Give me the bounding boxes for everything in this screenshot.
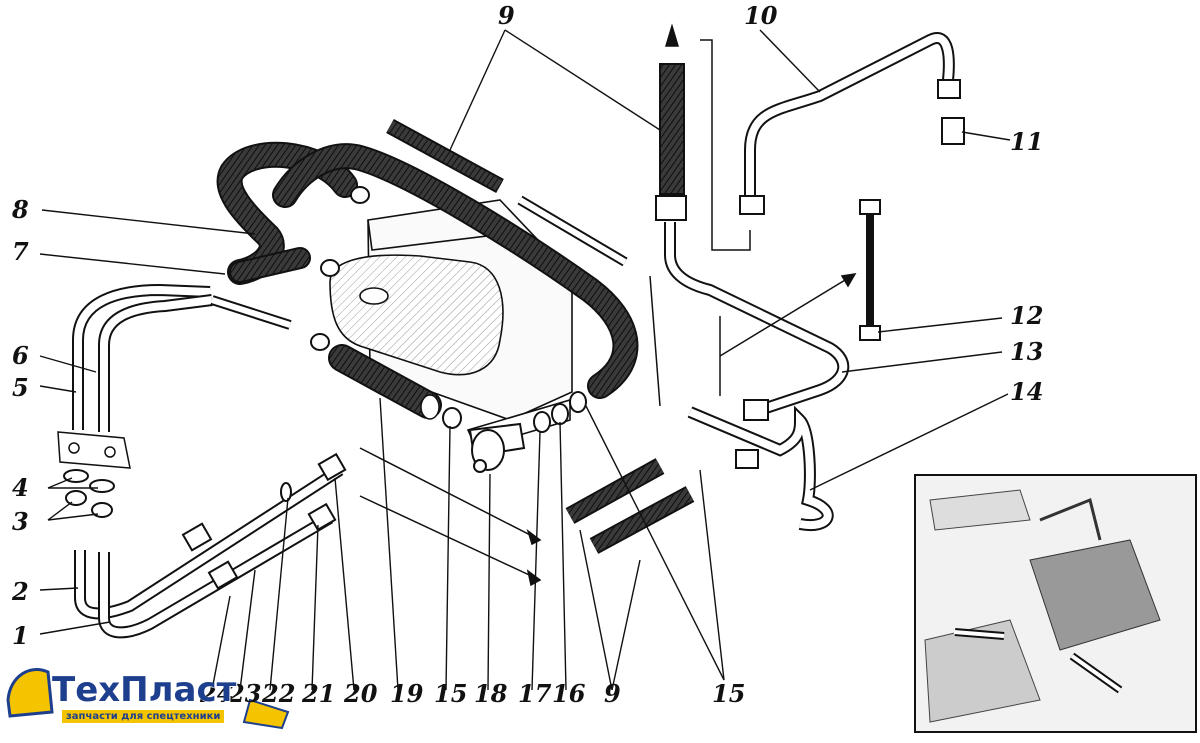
callout-24: 24 <box>200 679 234 708</box>
callout-19: 19 <box>390 679 424 708</box>
callout-5: 5 <box>12 373 29 402</box>
callout-17: 17 <box>518 679 552 708</box>
pipe-nuts <box>181 452 347 590</box>
flow-arrows <box>359 23 857 587</box>
callout-2: 2 <box>12 577 29 606</box>
callout-14: 14 <box>1010 377 1044 406</box>
brand-logo: ТехПласт запчасти для спецтехники <box>0 660 300 739</box>
callout-6: 6 <box>12 341 29 370</box>
left-pipes <box>72 283 292 432</box>
upper-hoses <box>216 141 639 399</box>
callout-15-bottom: 15 <box>434 679 468 708</box>
lower-pipes <box>74 464 344 639</box>
callout-1: 1 <box>12 621 29 650</box>
brand-tagline: запчасти для спецтехники <box>62 710 225 723</box>
flange-plate <box>57 431 131 469</box>
callout-7: 7 <box>12 237 29 266</box>
callout-15-right: 15 <box>712 679 746 708</box>
top-fittings <box>386 63 687 221</box>
main-pipe-run <box>517 32 955 532</box>
callout-13: 13 <box>1010 337 1044 366</box>
straight-hose <box>328 344 442 420</box>
callout-9-bottom: 9 <box>604 679 621 708</box>
callout-3: 3 <box>12 507 29 536</box>
callout-10: 10 <box>744 1 778 30</box>
callout-8: 8 <box>12 195 29 224</box>
washers <box>63 469 115 518</box>
callout-11: 11 <box>1010 127 1044 156</box>
callout-20: 20 <box>344 679 378 708</box>
callout-18: 18 <box>474 679 508 708</box>
short-hose <box>229 247 311 283</box>
inset-drawing <box>914 474 1197 733</box>
callout-21: 21 <box>302 679 336 708</box>
hose-couplings <box>565 458 695 554</box>
loose-fittings <box>735 79 965 469</box>
callout-9-top: 9 <box>498 1 515 30</box>
clamps <box>310 186 587 433</box>
callout-22: 22 <box>262 679 296 708</box>
callout-16: 16 <box>552 679 586 708</box>
callout-4: 4 <box>12 473 29 502</box>
brand-name: ТехПласт <box>52 670 237 710</box>
logo-mark <box>6 668 290 730</box>
callout-12: 12 <box>1010 301 1044 330</box>
drain-valve <box>468 422 526 473</box>
leader-lines <box>39 29 1011 691</box>
callout-23: 23 <box>228 679 262 708</box>
